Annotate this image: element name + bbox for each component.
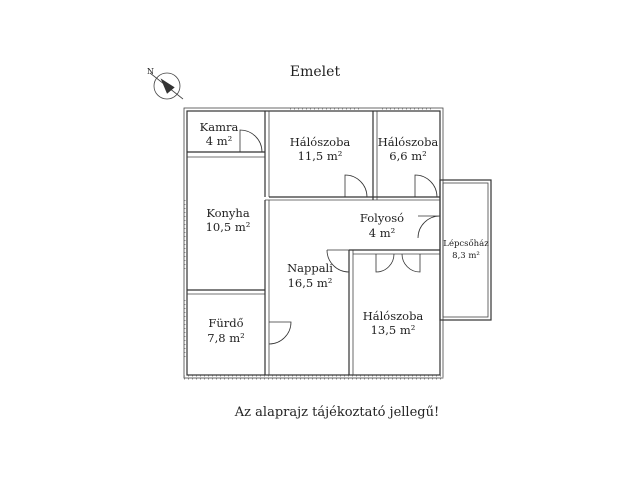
- room-name: Lépcsőház: [443, 238, 489, 249]
- room-area: 8,3 m²: [452, 251, 480, 261]
- room-area: 16,5 m²: [288, 276, 333, 290]
- room-name: Kamra: [200, 120, 239, 134]
- room-haloszoba-3: Hálószoba 13,5 m²: [363, 309, 424, 337]
- doors: [239, 129, 441, 345]
- room-haloszoba-2: Hálószoba 6,6 m²: [378, 135, 439, 163]
- room-konyha: Konyha 10,5 m²: [206, 206, 251, 234]
- compass-letter: N: [147, 67, 154, 76]
- room-name: Fürdő: [208, 316, 243, 330]
- room-nappali: Nappali 16,5 m²: [287, 261, 333, 290]
- room-name: Hálószoba: [378, 135, 439, 149]
- room-area: 11,5 m²: [298, 149, 343, 163]
- windows: [184, 108, 432, 360]
- floor-title: Emelet: [290, 64, 341, 80]
- room-name: Konyha: [206, 206, 250, 220]
- room-name: Hálószoba: [363, 309, 424, 323]
- room-name: Nappali: [287, 261, 333, 275]
- room-area: 7,8 m²: [207, 331, 244, 345]
- stairwell-walls: [439, 179, 492, 321]
- room-furdo: Fürdő 7,8 m²: [207, 316, 244, 345]
- room-area: 10,5 m²: [206, 220, 251, 234]
- room-folyoso: Folyosó 4 m²: [360, 211, 404, 240]
- room-name: Folyosó: [360, 211, 404, 225]
- room-area: 4 m²: [369, 226, 396, 240]
- room-kamra: Kamra 4 m²: [200, 120, 239, 148]
- disclaimer-note: Az alaprajz tájékoztató jellegű!: [234, 405, 439, 420]
- room-haloszoba-1: Hálószoba 11,5 m²: [290, 135, 351, 163]
- room-area: 6,6 m²: [389, 149, 426, 163]
- room-area: 13,5 m²: [371, 323, 416, 337]
- compass-icon: N: [147, 67, 184, 100]
- room-area: 4 m²: [206, 134, 233, 148]
- interior-walls: [187, 111, 440, 375]
- room-lepcsohaz: Lépcsőház 8,3 m²: [443, 238, 489, 261]
- room-name: Hálószoba: [290, 135, 351, 149]
